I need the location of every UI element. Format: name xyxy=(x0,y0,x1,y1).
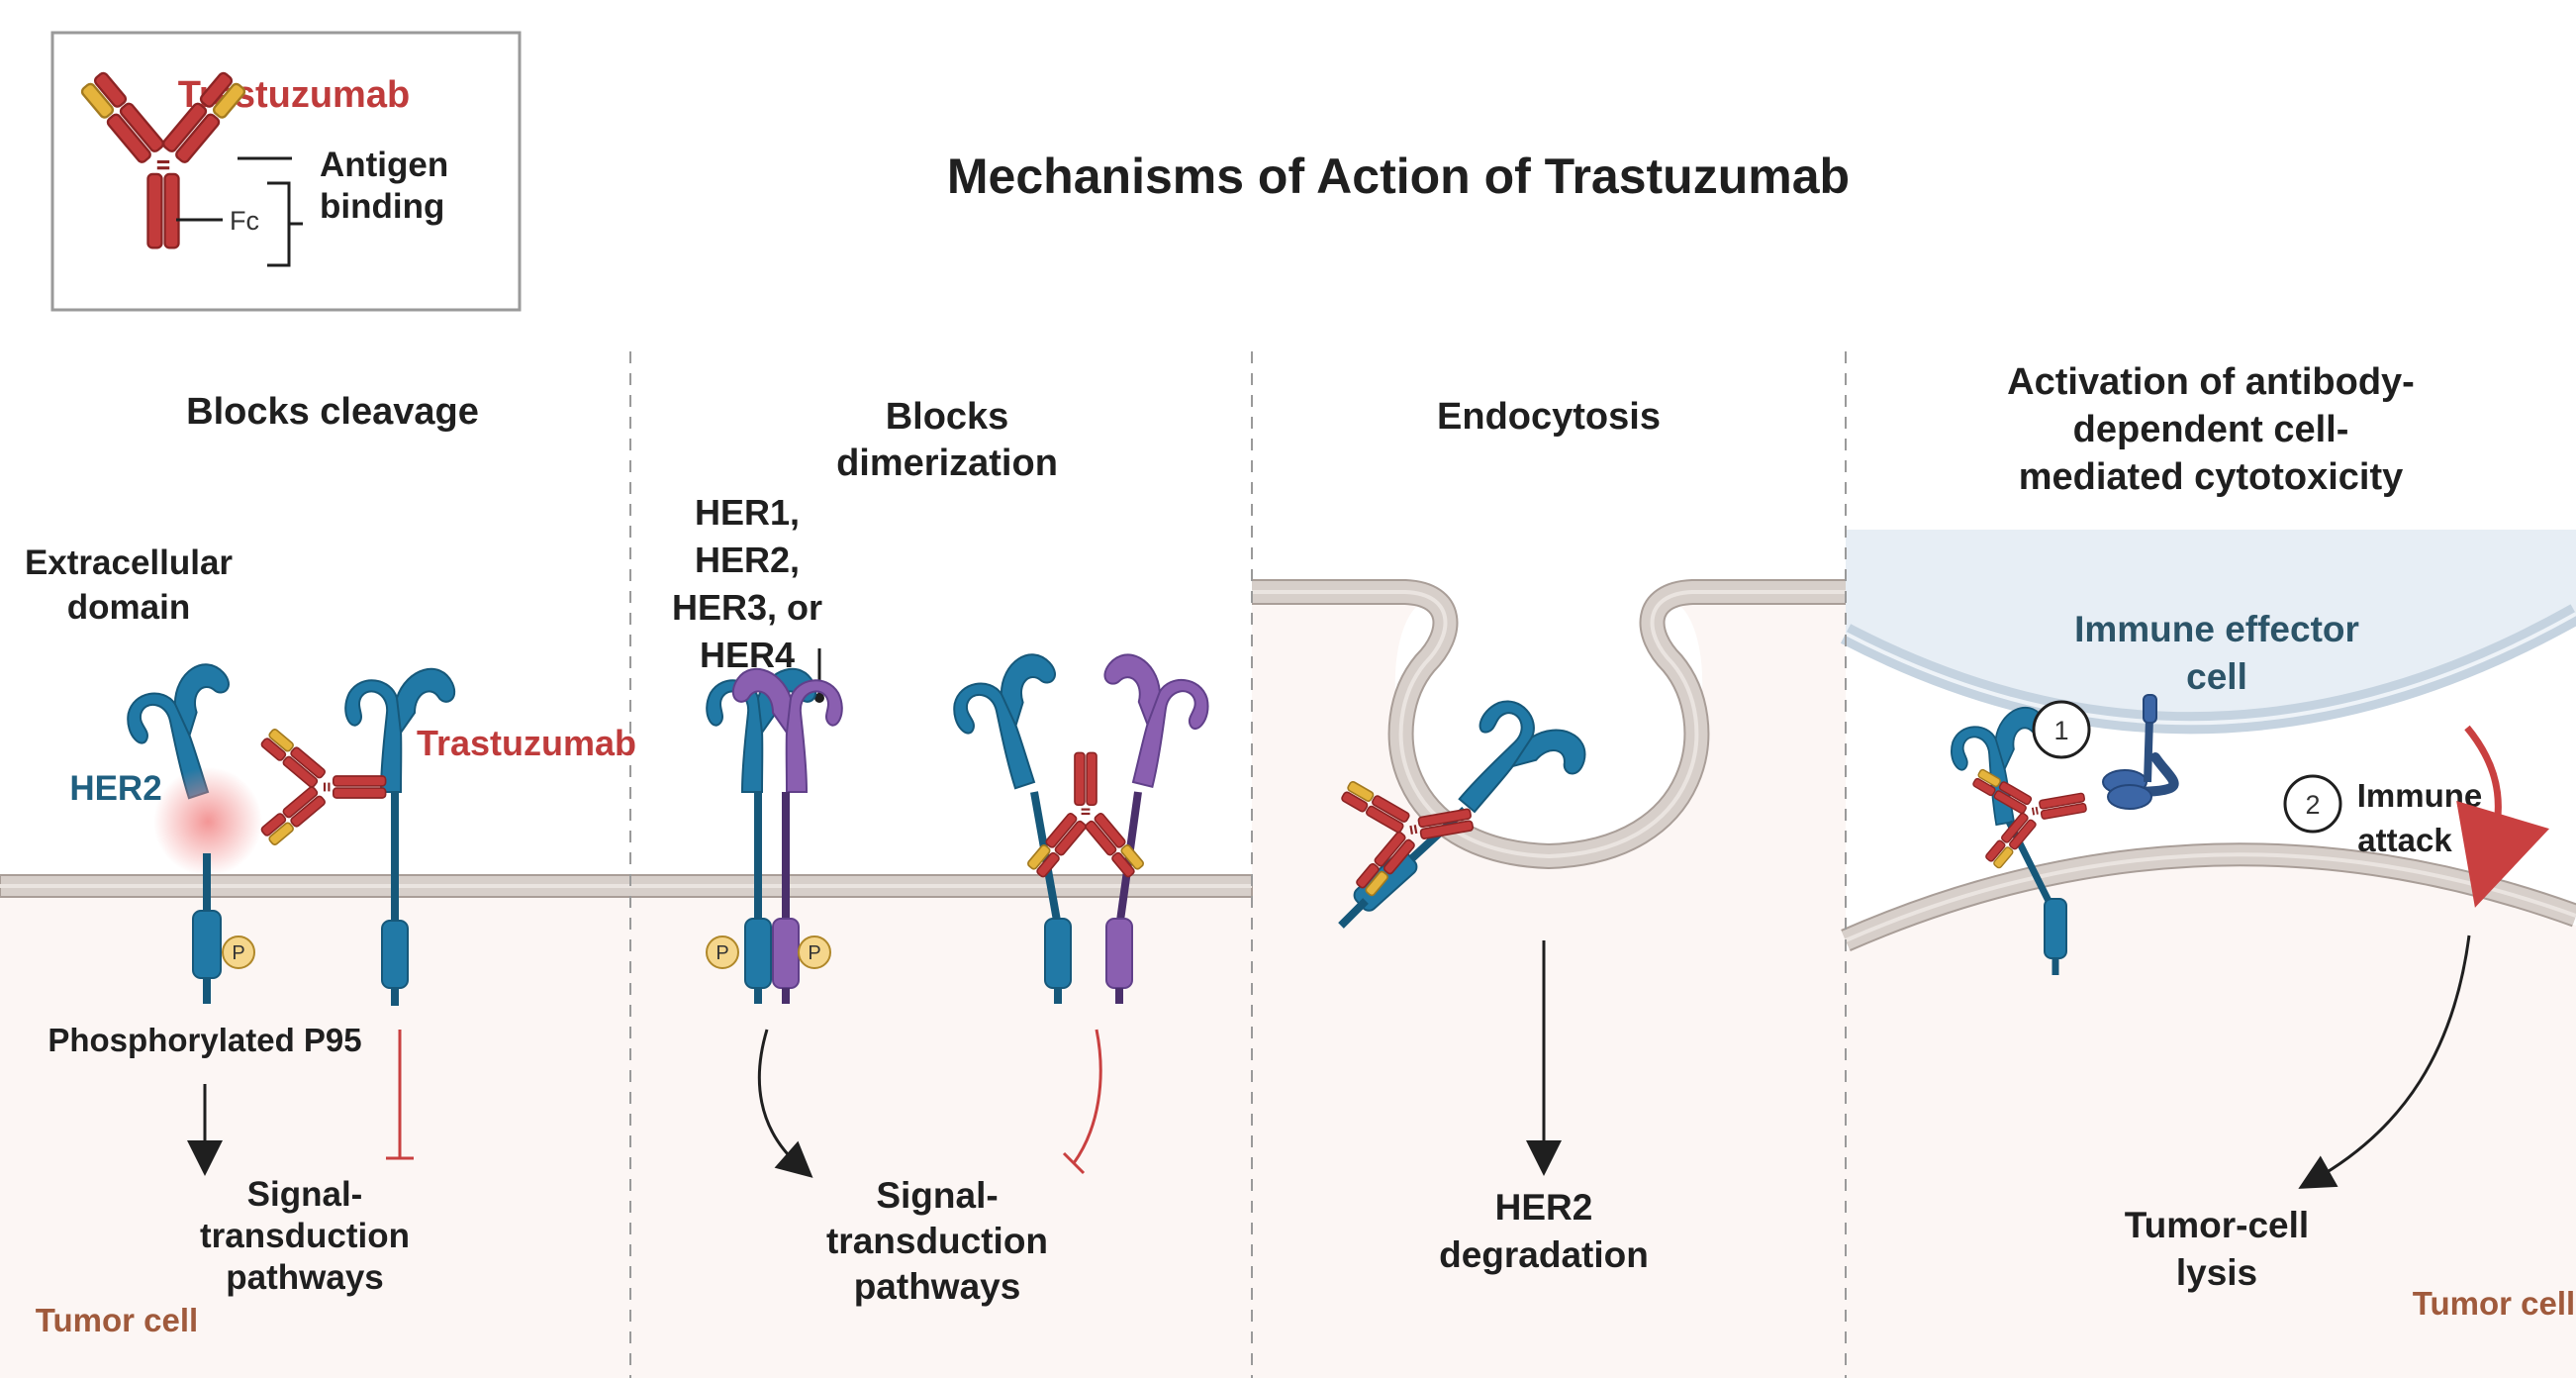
panel2-heading-1: Blocks xyxy=(886,396,1009,438)
panel2-signal-3: pathways xyxy=(854,1266,1021,1307)
her2-tm-domain xyxy=(744,918,772,989)
panel1-tumor-label: Tumor cell xyxy=(36,1302,198,1338)
panel4-immune-1: Immune effector xyxy=(2074,609,2359,649)
legend-antigen-label: Antigen xyxy=(320,146,448,184)
her2-tm-domain xyxy=(1044,918,1072,989)
panel3-heading: Endocytosis xyxy=(1437,396,1661,438)
panel2-signal-1: Signal- xyxy=(876,1175,998,1216)
panel2-her-label-4: HER4 xyxy=(700,635,795,675)
legend-box xyxy=(50,31,522,312)
panel2-signal-2: transduction xyxy=(826,1221,1048,1261)
step-2-badge xyxy=(2283,774,2342,834)
panel4-heading-3: mediated cytotoxicity xyxy=(2019,456,2404,498)
her2-tm-domain xyxy=(381,920,409,989)
her-purple-tm-domain xyxy=(1105,918,1133,989)
antibody-icon xyxy=(259,727,387,847)
panel1-trastuzumab-label: Trastuzumab xyxy=(417,723,636,763)
her-purple-tm-domain xyxy=(772,918,800,989)
her2-receptor-icon xyxy=(942,647,1087,801)
panel4-immune-2: cell xyxy=(2186,656,2247,697)
panel4-tumor-label: Tumor cell xyxy=(2413,1285,2575,1322)
panel3-out-2: degradation xyxy=(1439,1234,1649,1275)
panel4-lysis-2: lysis xyxy=(2176,1252,2257,1293)
step-1-label: 1 xyxy=(2053,716,2068,745)
antibody-icon xyxy=(1025,751,1146,879)
page-title: Mechanisms of Action of Trastuzumab xyxy=(947,148,1850,204)
phosphate-label: P xyxy=(232,942,244,964)
panel2-activation-arrow xyxy=(757,1029,813,1178)
step-1-badge xyxy=(2032,700,2091,759)
cytoplasm-panel-3 xyxy=(1252,604,1846,1378)
panel4-lysis-1: Tumor-cell xyxy=(2125,1205,2309,1245)
legend-fc-label: Fc xyxy=(230,206,259,236)
panel4-attack-1: Immune xyxy=(2357,777,2483,814)
panel1-her2-label: HER2 xyxy=(69,769,161,808)
her-purple-receptor-icon xyxy=(1080,648,1218,797)
panel1-signal-3: pathways xyxy=(226,1258,384,1297)
phosphate-badge-icon xyxy=(798,935,831,969)
panel2-inhibit-line xyxy=(1072,1029,1102,1164)
panel1-signal-1: Signal- xyxy=(247,1175,363,1214)
phosphate-badge-icon xyxy=(222,935,255,969)
phosphate-label: P xyxy=(808,942,820,964)
panel2-her-label-2: HER2, xyxy=(695,540,800,580)
panel2-her-label-3: HER3, or xyxy=(672,587,822,628)
her2-tm-domain xyxy=(2044,898,2067,959)
panel4-heading-1: Activation of antibody- xyxy=(2007,361,2415,403)
panel2-her-label-1: HER1, xyxy=(695,492,800,533)
immune-attack-arrow xyxy=(2456,725,2550,908)
immune-effector-cell xyxy=(1846,530,2576,726)
legend-binding-label: binding xyxy=(320,187,444,226)
effector-receptor-icon xyxy=(2102,694,2179,810)
panel1-ecd-label-1: Extracellular xyxy=(25,543,233,582)
panel1-phospho-label: Phosphorylated P95 xyxy=(48,1022,361,1058)
cytoplasm-panel-4 xyxy=(1846,864,2576,1378)
step-2-label: 2 xyxy=(2305,790,2320,820)
panel2-heading-2: dimerization xyxy=(836,443,1058,484)
p95-stub xyxy=(192,910,222,979)
panel4-heading-2: dependent cell- xyxy=(2073,409,2349,450)
phosphate-badge-icon xyxy=(706,935,739,969)
panel1-heading: Blocks cleavage xyxy=(186,391,479,433)
panel1-ecd-label-2: domain xyxy=(67,588,190,627)
antibody-icon xyxy=(1968,750,2095,872)
panel4-attack-2: attack xyxy=(2357,822,2452,858)
panel1-signal-2: transduction xyxy=(200,1217,410,1255)
panel4-lysis-arrow xyxy=(2298,935,2471,1189)
phosphate-label: P xyxy=(716,942,728,964)
panel3-out-1: HER2 xyxy=(1495,1187,1593,1228)
